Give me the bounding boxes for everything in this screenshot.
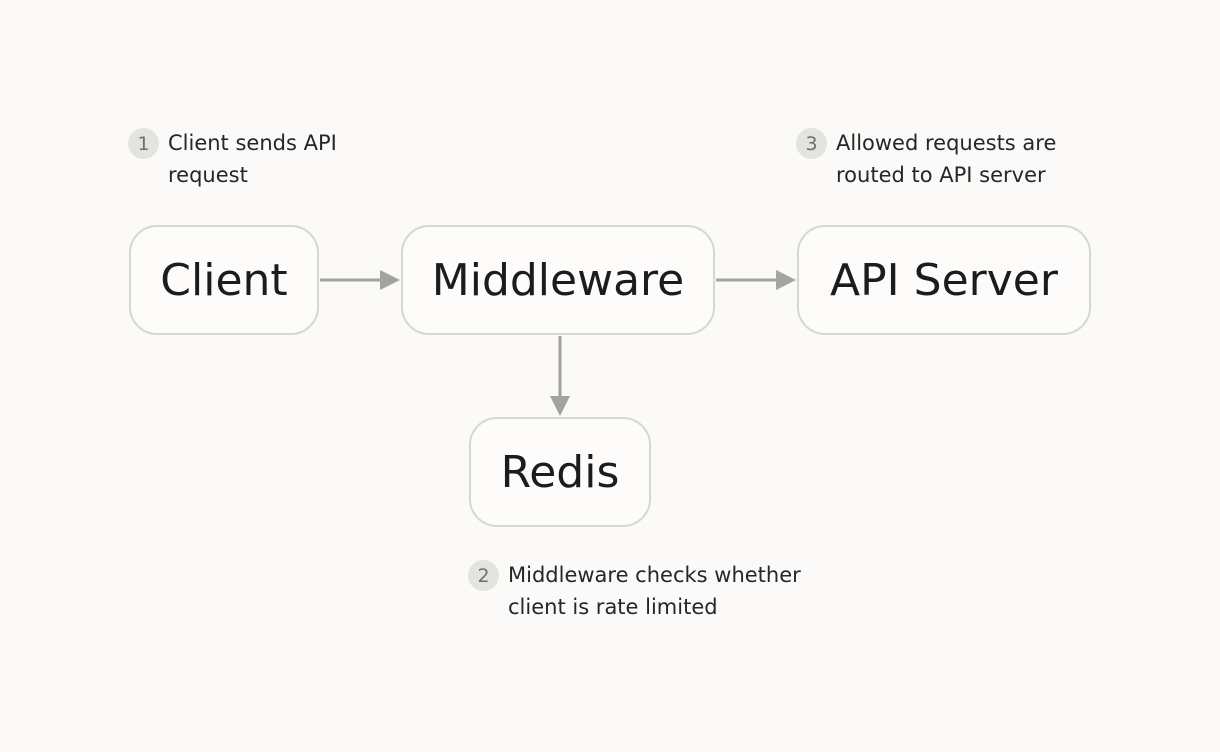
annotation-step-2: 2 Middleware checks whether client is ra… (468, 560, 828, 623)
node-middleware: Middleware (401, 225, 715, 335)
annotation-text-2: Middleware checks whether client is rate… (508, 563, 801, 619)
arrow-middleware-to-redis (550, 336, 570, 416)
annotation-text-1: Client sends API request (168, 131, 337, 187)
annotation-step-3: 3 Allowed requests are routed to API ser… (796, 128, 1086, 191)
arrow-middleware-to-api-server (716, 270, 796, 290)
step-badge-3: 3 (796, 128, 827, 159)
annotation-text-3: Allowed requests are routed to API serve… (836, 131, 1057, 187)
node-redis: Redis (469, 417, 651, 527)
node-client: Client (129, 225, 319, 335)
step-badge-2: 2 (468, 560, 499, 591)
step-badge-1: 1 (128, 128, 159, 159)
arrow-client-to-middleware (320, 270, 400, 290)
node-api-server: API Server (797, 225, 1091, 335)
annotation-step-1: 1 Client sends API request (128, 128, 378, 191)
